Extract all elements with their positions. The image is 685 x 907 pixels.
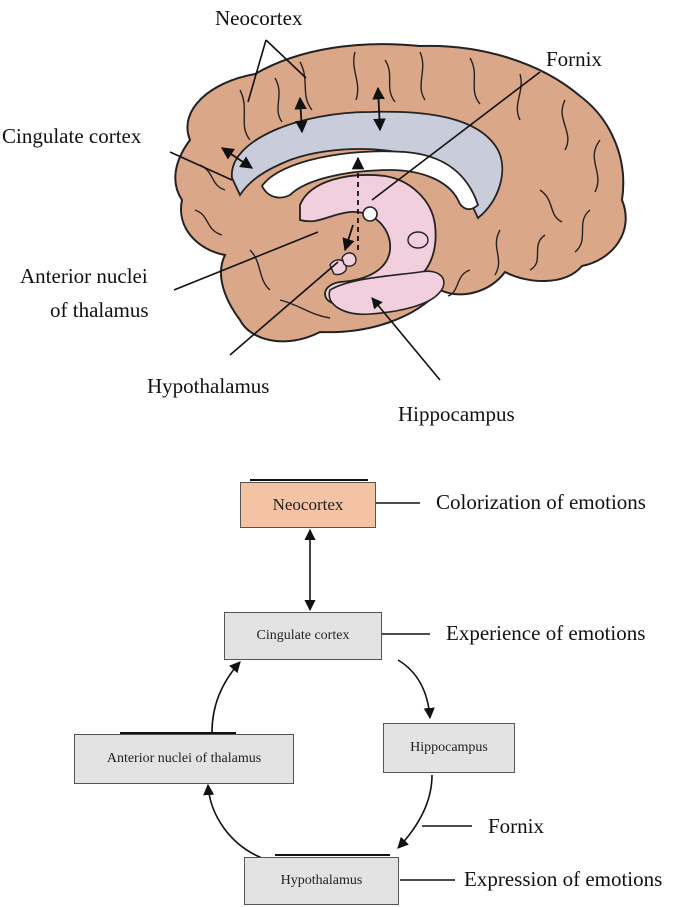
label-leaders <box>169 39 541 381</box>
label-fornix: Fornix <box>546 47 603 71</box>
brain-illustration <box>169 39 627 381</box>
label-hypothalamus: Hypothalamus <box>147 374 270 398</box>
box-hippocampus: Hippocampus <box>383 723 515 773</box>
arrow-hypothalamus-thalamus <box>203 783 263 859</box>
label-anterior-nuclei-line1: Anterior nuclei <box>20 264 148 288</box>
label-anterior-nuclei-line2: of thalamus <box>50 298 149 322</box>
arrow-cingulate-hippocampus <box>397 659 435 720</box>
cingulate-band <box>231 110 504 220</box>
box-hypothalamus: Hypothalamus <box>244 857 399 905</box>
label-cingulate-cortex: Cingulate cortex <box>2 124 142 148</box>
label-hippocampus: Hippocampus <box>398 402 515 426</box>
box-neocortex: Neocortex <box>240 482 376 528</box>
annotation-experience: Experience of emotions <box>446 621 646 645</box>
internal-arrows <box>220 86 386 252</box>
annotation-fornix: Fornix <box>488 814 545 838</box>
thalamus-nucleus <box>362 206 378 222</box>
box-cingulate-cortex: Cingulate cortex <box>224 612 382 660</box>
hippocampus-shape <box>328 270 445 315</box>
arrow-hippocampus-hypothalamus <box>397 774 433 849</box>
arrow-thalamus-cingulate <box>211 661 241 733</box>
annotation-expression: Expression of emotions <box>464 867 663 891</box>
mammillary-body <box>407 231 429 249</box>
box-anterior-nuclei-thalamus: Anterior nuclei of thalamus <box>74 734 294 784</box>
label-neocortex: Neocortex <box>215 6 303 30</box>
corpus-callosum <box>260 150 480 211</box>
annotation-colorization: Colorization of emotions <box>436 490 646 514</box>
